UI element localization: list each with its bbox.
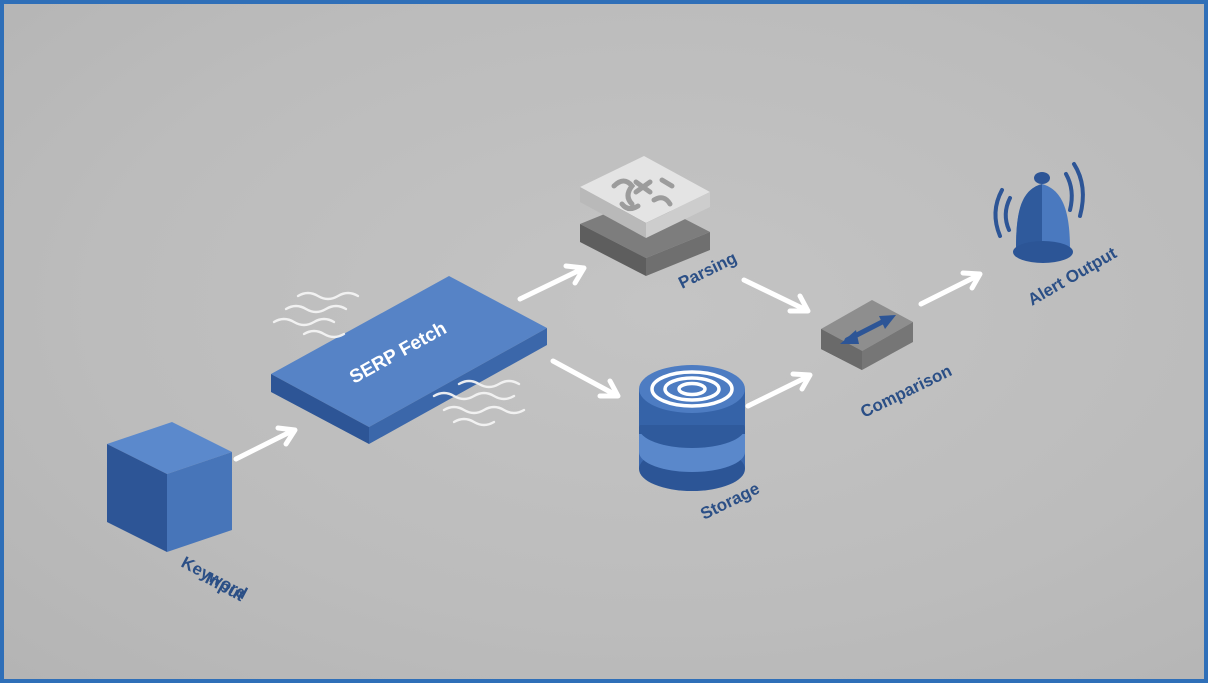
serp-fetch-slab-icon — [271, 276, 547, 444]
storage-database-icon — [639, 365, 745, 491]
pipeline-diagram: Keyword Input SERP Fetch — [107, 156, 1120, 605]
heat-waves-top — [272, 291, 360, 339]
arrow-comparison-to-alert — [918, 270, 983, 307]
keyword-input-cube-icon — [107, 422, 232, 552]
arrow-storage-to-comparison — [745, 371, 813, 409]
heat-waves-bottom — [432, 379, 526, 427]
alert-bell-icon — [993, 162, 1085, 263]
comparison-box-icon — [821, 300, 913, 370]
arrow-serp-to-parsing — [517, 263, 587, 302]
swap-arrows-icon — [840, 315, 896, 344]
comparison-label: Comparison — [857, 361, 954, 422]
arrow-serp-to-storage — [550, 358, 621, 399]
arrow-keyword-to-serp — [233, 425, 298, 462]
arrow-parsing-to-comparison — [741, 277, 811, 314]
parsing-tile-icon — [580, 156, 710, 276]
